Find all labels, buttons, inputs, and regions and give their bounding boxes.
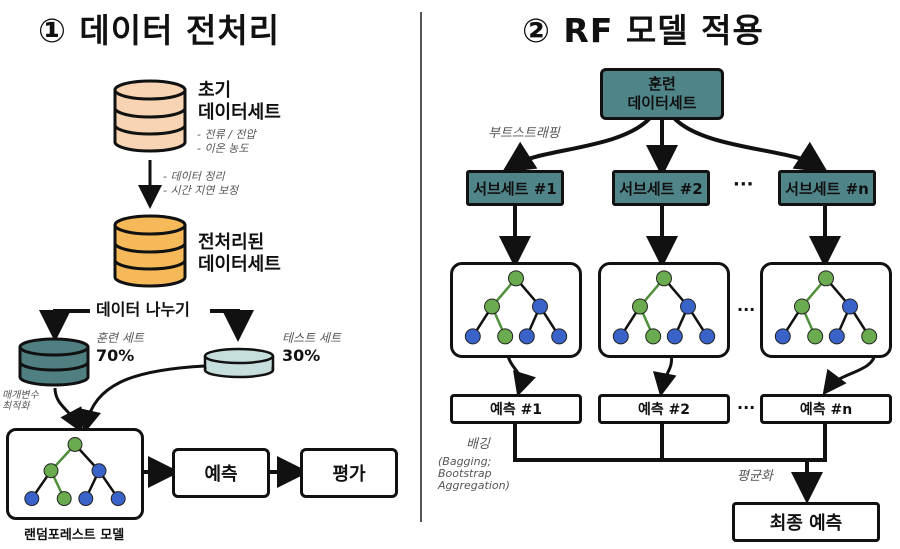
subset-2-box: 서브세트 #2 bbox=[612, 170, 710, 206]
tree-node bbox=[509, 271, 524, 286]
test-set-label: 테스트 세트 bbox=[282, 331, 341, 345]
tree-node bbox=[843, 299, 858, 314]
final-prediction-box: 최종 예측 bbox=[732, 502, 880, 542]
tree-node bbox=[25, 492, 39, 506]
tree-n-box bbox=[760, 262, 892, 358]
decision-tree-n-icon bbox=[766, 266, 886, 354]
arrow-train-to-model bbox=[55, 388, 78, 425]
averaging-label: 평균화 bbox=[737, 470, 773, 484]
subset-1-box: 서브세트 #1 bbox=[466, 170, 564, 206]
tree-2-box bbox=[598, 262, 730, 358]
raw-dataset-icon bbox=[115, 81, 185, 151]
tree-node bbox=[68, 438, 82, 452]
tree-node bbox=[681, 299, 696, 314]
rf-application-title: ② RF 모델 적용 bbox=[522, 4, 764, 52]
test-set-percent: 30% bbox=[282, 346, 320, 365]
tree-node bbox=[552, 329, 567, 344]
tree-node bbox=[92, 464, 106, 478]
tree-node bbox=[498, 329, 513, 344]
arrow-train-to-subset-n bbox=[674, 118, 818, 166]
arrow-test-to-model bbox=[86, 366, 205, 425]
tree-node bbox=[646, 329, 661, 344]
decision-tree-2-icon bbox=[604, 266, 724, 354]
cleaning-notes: - 데이터 정리 - 시간 지연 보정 bbox=[163, 170, 238, 198]
clean-dataset-icon bbox=[115, 216, 185, 286]
random-forest-model-box bbox=[6, 428, 144, 520]
tree-node bbox=[519, 329, 534, 344]
bootstrapping-label: 부트스트래핑 bbox=[488, 127, 560, 141]
prediction-1-box: 예측 #1 bbox=[450, 394, 582, 424]
prediction-2-box: 예측 #2 bbox=[598, 394, 730, 424]
tree-node bbox=[79, 492, 93, 506]
raw-dataset-label: 초기 데이터세트 bbox=[198, 80, 281, 124]
subset-ellipsis: ··· bbox=[733, 174, 754, 195]
training-dataset-box: 훈련 데이터세트 bbox=[600, 68, 724, 120]
evaluate-box: 평가 bbox=[300, 448, 398, 498]
arrow-split-test bbox=[210, 311, 238, 330]
subset-n-box: 서브세트 #n bbox=[778, 170, 876, 206]
tree-node bbox=[775, 329, 790, 344]
train-set-label: 훈련 세트 bbox=[96, 331, 144, 345]
hyperparameter-note: 매개변수 최적화 bbox=[2, 390, 39, 412]
arrow-split-train bbox=[55, 311, 90, 330]
tree-node bbox=[862, 329, 877, 344]
tree-node bbox=[700, 329, 715, 344]
tree-node bbox=[819, 271, 834, 286]
tree-1-box bbox=[450, 262, 582, 358]
tree-node bbox=[533, 299, 548, 314]
tree-node bbox=[633, 299, 648, 314]
tree-node bbox=[657, 271, 672, 286]
tree-node bbox=[829, 329, 844, 344]
bagging-label: 배깅 bbox=[466, 438, 490, 452]
raw-dataset-notes: - 전류 / 전압 - 이온 농도 bbox=[197, 128, 256, 156]
clean-dataset-label: 전처리된 데이터세트 bbox=[198, 232, 281, 276]
tree-node bbox=[795, 299, 810, 314]
train-set-percent: 70% bbox=[96, 346, 134, 365]
predict-box: 예측 bbox=[172, 448, 270, 498]
tree-node bbox=[667, 329, 682, 344]
tree-ellipsis: ··· bbox=[737, 300, 755, 319]
tree-node bbox=[111, 492, 125, 506]
tree-node bbox=[44, 464, 58, 478]
tree-node bbox=[57, 492, 71, 506]
prediction-n-box: 예측 #n bbox=[760, 394, 892, 424]
train-set-icon bbox=[20, 339, 88, 385]
model-label: 랜덤포레스트 모델 bbox=[24, 524, 124, 543]
tree-node bbox=[613, 329, 628, 344]
tree-node bbox=[808, 329, 823, 344]
split-label: 데이터 나누기 bbox=[96, 296, 190, 320]
bagging-note: (Bagging; Bootstrap Aggregation) bbox=[438, 456, 510, 492]
decision-tree-1-icon bbox=[456, 266, 576, 354]
test-set-icon bbox=[205, 349, 273, 377]
tree-node bbox=[485, 299, 500, 314]
prediction-ellipsis: ··· bbox=[737, 398, 755, 417]
tree-node bbox=[465, 329, 480, 344]
model-tree-icon bbox=[15, 433, 135, 515]
